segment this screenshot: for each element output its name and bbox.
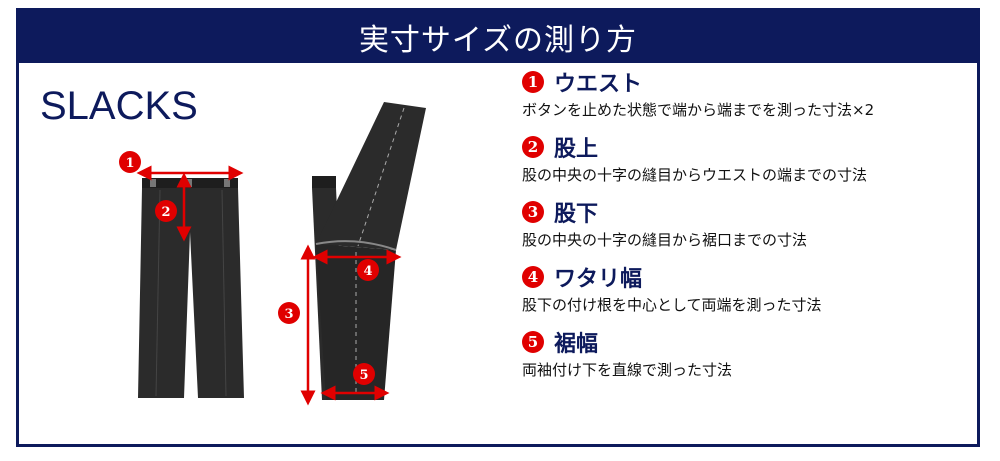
legend-title: ウエスト (554, 72, 643, 97)
front-legs (138, 188, 244, 398)
legend-desc: 両袖付け下を直線で測った寸法 (522, 361, 733, 379)
legend-title: 股下 (554, 202, 599, 227)
legend-item-inseam: 3 股下 股の中央の十字の縫目から裾口までの寸法 (522, 198, 952, 250)
legend-item-hem: 5 裾幅 両袖付け下を直線で測った寸法 (522, 328, 952, 380)
legend-desc: 股下の付け根を中心として両端を測った寸法 (522, 296, 822, 314)
number-badge: 1 (522, 71, 544, 93)
svg-text:1: 1 (125, 156, 134, 171)
legend-title: 股上 (554, 137, 599, 162)
legend-title: 裾幅 (554, 332, 599, 357)
marker-3: 3 (278, 302, 300, 324)
marker-4: 4 (357, 259, 379, 281)
seam-line (357, 107, 405, 247)
svg-text:2: 2 (161, 205, 170, 220)
svg-text:5: 5 (359, 368, 368, 383)
measurement-legend: 1 ウエスト ボタンを止めた状態で端から端までを測った寸法×2 2 股上 股の中… (522, 68, 952, 393)
legend-desc: ボタンを止めた状態で端から端までを測った寸法×2 (522, 101, 875, 119)
belt-loop (150, 179, 156, 187)
svg-text:3: 3 (284, 307, 293, 322)
legend-item-waist: 1 ウエスト ボタンを止めた状態で端から端までを測った寸法×2 (522, 68, 952, 120)
header-bar: 実寸サイズの測り方 (19, 11, 977, 63)
fold-edge (315, 240, 397, 251)
side-front-leg (316, 244, 396, 400)
crease-line (155, 189, 161, 397)
svg-text:4: 4 (363, 264, 372, 279)
crease-line (221, 189, 227, 397)
folded-leg (316, 102, 426, 250)
legend-desc: 股の中央の十字の縫目からウエストの端までの寸法 (522, 166, 868, 184)
belt-loop (224, 179, 230, 187)
number-badge: 3 (522, 201, 544, 223)
belt-loop (186, 179, 192, 187)
number-badge: 2 (522, 136, 544, 158)
number-badge: 5 (522, 331, 544, 353)
front-pants (138, 178, 244, 398)
legend-desc: 股の中央の十字の縫目から裾口までの寸法 (522, 231, 808, 249)
legend-item-rise: 2 股上 股の中央の十字の縫目からウエストの端までの寸法 (522, 133, 952, 185)
side-waistband (312, 176, 336, 188)
slacks-label: SLACKS (40, 84, 198, 128)
legend-item-thigh: 4 ワタリ幅 股下の付け根を中心として両端を測った寸法 (522, 263, 952, 315)
marker-2: 2 (155, 200, 177, 222)
header-title: 実寸サイズの測り方 (358, 23, 638, 58)
pants-diagram: 1 2 3 4 5 (119, 102, 426, 406)
legend-title: ワタリ幅 (554, 267, 643, 292)
number-badge: 4 (522, 266, 544, 288)
marker-5: 5 (353, 363, 375, 385)
marker-1: 1 (119, 151, 141, 173)
side-pants (312, 102, 426, 400)
